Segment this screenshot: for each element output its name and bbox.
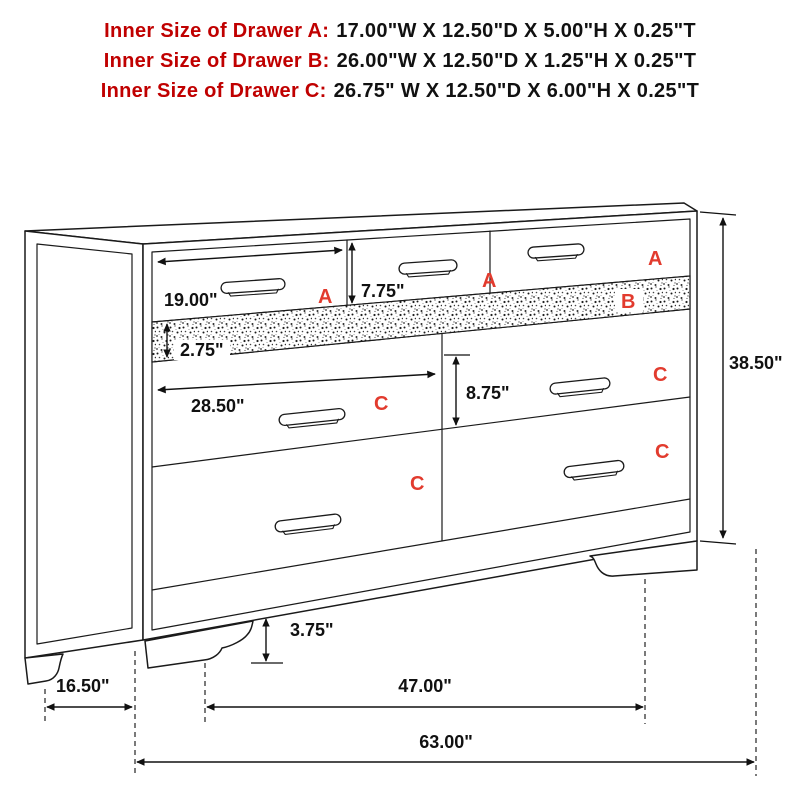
drawer-b-label-backing [615, 289, 643, 312]
title-line-drawer-b: Inner Size of Drawer B: 26.00"W X 12.50"D… [0, 46, 800, 76]
title-line-b-label: Inner Size of Drawer B: [103, 50, 330, 72]
title-line-a-label: Inner Size of Drawer A: [104, 20, 330, 42]
dimension-label-backing [174, 340, 230, 360]
dimension-label: 47.00" [398, 676, 452, 696]
title-line-b-specs: 26.00"W X 12.50"D X 1.25"H X 0.25"T [336, 50, 697, 72]
dimension-label: 7.75" [361, 281, 405, 301]
drawer-c4-handle [563, 459, 625, 481]
drawer-size-title-block: Inner Size of Drawer A: 17.00"W X 12.50"D… [0, 16, 800, 106]
dimension-annotations: 19.00" 7.75" 2.75" 28.50" 8.75" 38.50" [44, 211, 783, 776]
drawer-a1-label: A [318, 286, 332, 308]
drawer-a3-label: A [648, 248, 662, 270]
drawer-c2-handle [549, 377, 611, 398]
rail-below-c-rows [151, 498, 691, 591]
dimension-between-legs-width: 47.00" [204, 579, 646, 724]
dimension-label: 8.75" [466, 383, 510, 403]
dimension-side-depth: 16.50" [44, 676, 133, 724]
dimension-drawer-a-height: 7.75" [348, 242, 405, 304]
drawer-c1-label: C [374, 393, 388, 415]
dimension-drawer-a-width: 19.00" [157, 246, 343, 310]
rail-between-c-rows [151, 396, 691, 468]
drawer-c3-handle [274, 513, 342, 535]
dresser-drawing: A A A B C C C C [24, 202, 698, 685]
drawer-c4-label: C [655, 441, 669, 463]
drawer-a1-handle [220, 278, 286, 297]
dimension-label: 16.50" [56, 676, 110, 696]
dresser-side-panel [24, 230, 144, 659]
title-line-drawer-c: Inner Size of Drawer C: 26.75" W X 12.50"… [0, 76, 800, 106]
dimension-foot-height: 3.75" [251, 618, 334, 664]
dimension-drawer-c-width: 28.50" [157, 370, 436, 416]
jewelry-drawer-sparkle-strip [151, 275, 691, 363]
dimension-label: 19.00" [164, 290, 218, 310]
drawer-c3-label: C [410, 473, 424, 495]
title-line-c-specs: 26.75" W X 12.50"D X 6.00"H X 0.25"T [333, 80, 700, 102]
dimension-overall-width: 63.00" [134, 549, 757, 776]
dimension-arrow [157, 246, 343, 266]
side-panel-inner-frame [36, 243, 133, 645]
front-right-foot [589, 540, 698, 577]
dimension-jewelry-drawer-height: 2.75" [163, 323, 230, 360]
dimension-tick [699, 211, 737, 216]
drawer-c2-label: C [653, 364, 667, 386]
dimension-label: 2.75" [180, 340, 224, 360]
title-line-c-label: Inner Size of Drawer C: [100, 80, 327, 102]
drawer-a2-handle [398, 259, 458, 278]
dimension-label: 38.50" [729, 353, 783, 373]
dimension-label: 28.50" [191, 396, 245, 416]
front-face-frame [151, 218, 691, 631]
back-left-foot [24, 653, 64, 685]
dimension-tick [699, 540, 737, 545]
dimension-arrow [157, 370, 436, 394]
title-line-drawer-a: Inner Size of Drawer A: 17.00"W X 12.50"D… [0, 16, 800, 46]
drawer-a3-handle [527, 243, 585, 262]
front-left-foot [144, 620, 254, 669]
drawer-a2-label: A [482, 270, 496, 292]
dimension-overall-height: 38.50" [699, 211, 783, 545]
dimension-label: 3.75" [290, 620, 334, 640]
title-line-a-specs: 17.00"W X 12.50"D X 5.00"H X 0.25"T [336, 20, 696, 42]
dimension-drawer-c-height: 8.75" [444, 354, 510, 426]
drawer-b-label: B [621, 291, 635, 313]
dimension-label: 63.00" [419, 732, 473, 752]
drawer-c1-handle [278, 407, 346, 429]
